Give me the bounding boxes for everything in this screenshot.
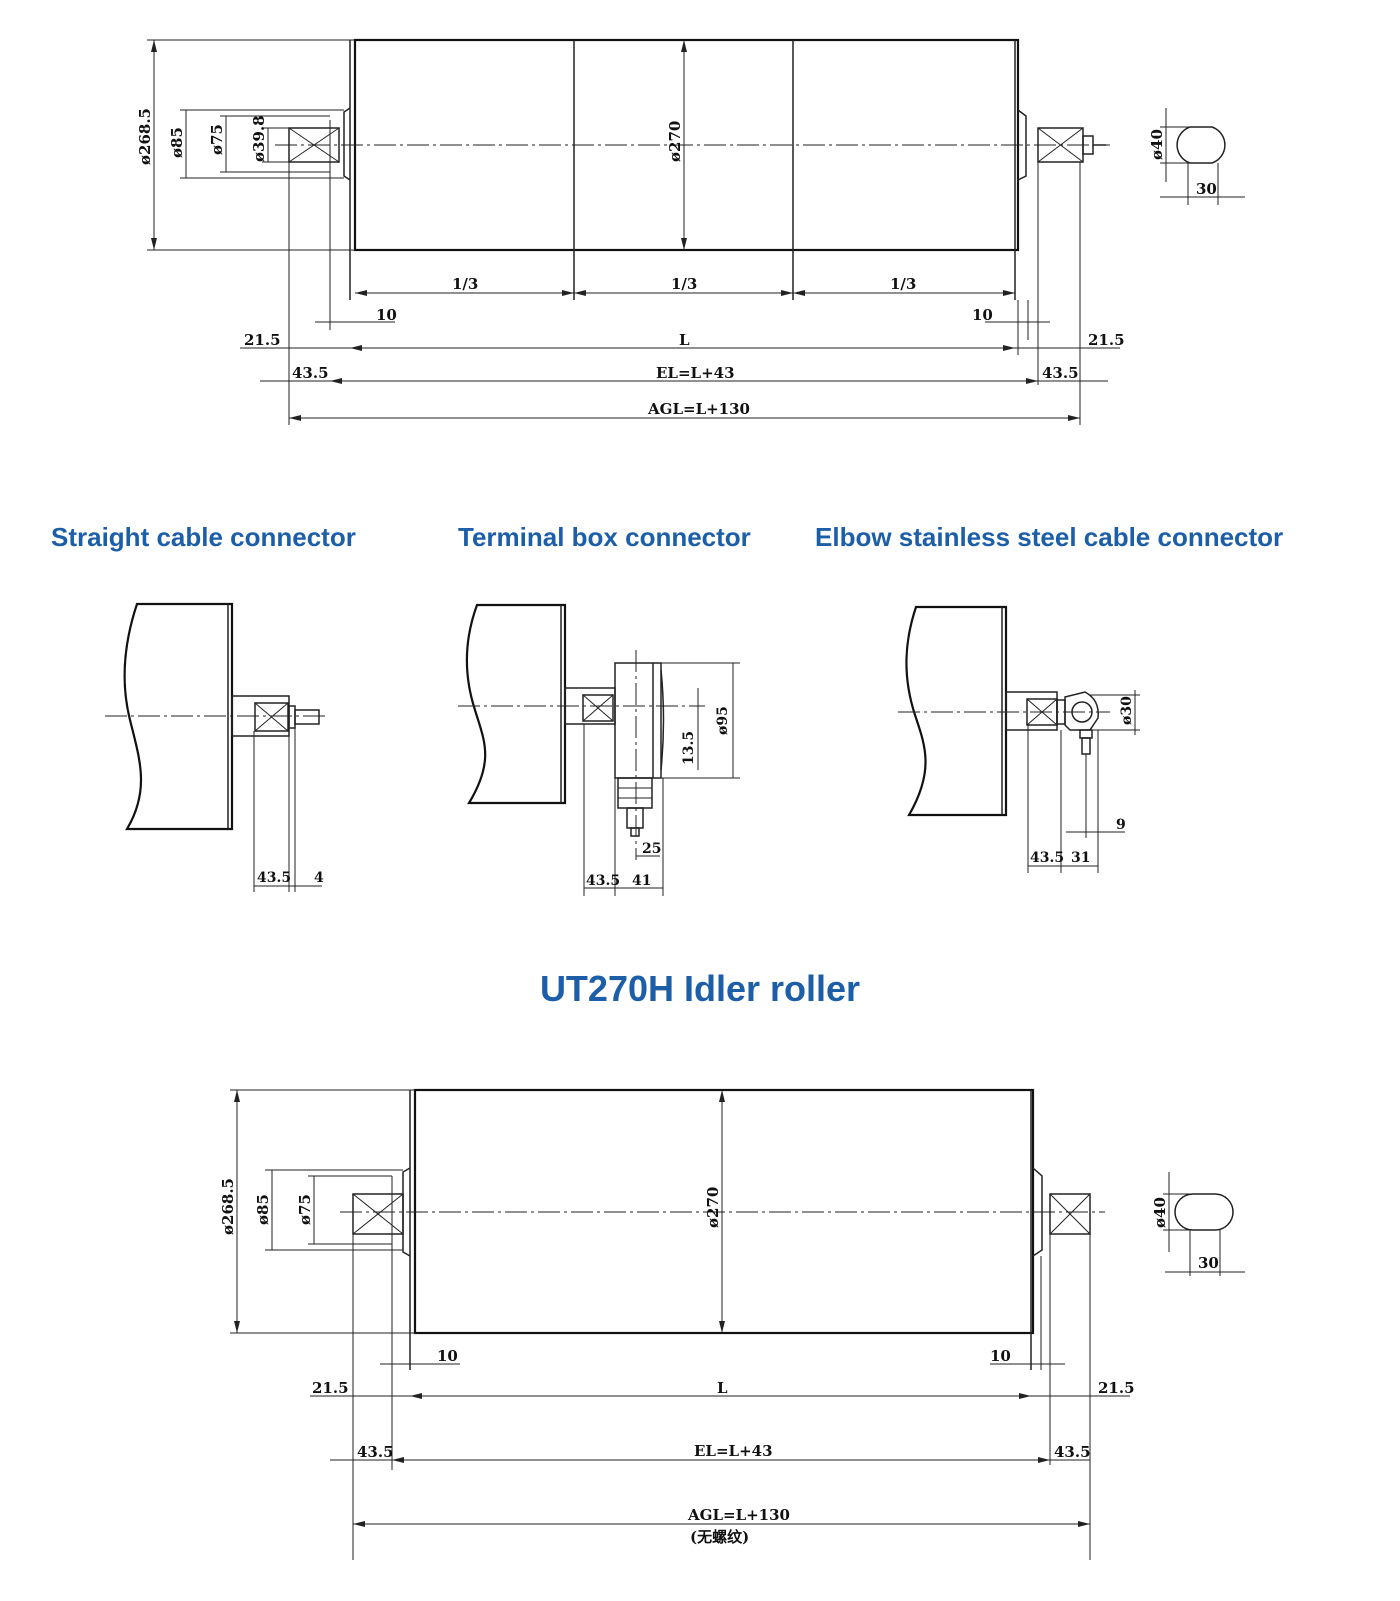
top-dim-d40: ø40 [1148,129,1166,160]
bottom-dim-d85: ø85 [254,1194,272,1225]
elbow-connector-heading: Elbow stainless steel cable connector [815,522,1284,552]
page-title: UT270H Idler roller [539,968,861,1009]
terminal-dim-43: 43.5 [586,873,620,889]
top-dim-d75: ø75 [208,124,226,155]
elbow-dim-30: ø30 [1119,696,1135,725]
elbow-connector-drawing: ø30 9 43.5 31 [898,605,1140,873]
straight-connector-drawing: 43.5 4 [105,602,325,892]
top-dim-21-left: 21.5 [244,331,281,349]
elbow-dim-9: 9 [1116,817,1126,833]
top-third-1: 1/3 [452,275,478,293]
connector-drawings: 43.5 4 ø95 13.5 25 43.5 41 [105,602,1140,896]
bottom-label-AGL: AGL=L+130 [687,1506,790,1524]
terminal-connector-heading: Terminal box connector [458,522,751,552]
bottom-dim-30: 30 [1198,1254,1219,1272]
top-label-AGL: AGL=L+130 [647,400,750,418]
bottom-note-no-thread: (无螺纹) [690,1528,749,1546]
elbow-dim-43: 43.5 [1030,850,1064,866]
elbow-dim-31: 31 [1071,850,1090,866]
top-roller-drawing: ø268.5 ø85 ø75 ø39.8 ø270 ø40 30 1/3 1/3… [136,38,1245,425]
top-dim-30: 30 [1196,180,1217,198]
bottom-dim-10-right: 10 [990,1347,1011,1365]
bottom-dim-d270: ø270 [704,1187,722,1228]
bottom-dim-21-right: 21.5 [1098,1379,1135,1397]
terminal-connector-drawing: ø95 13.5 25 43.5 41 [458,603,740,896]
terminal-dim-13: 13.5 [681,731,697,765]
top-label-EL: EL=L+43 [656,364,735,382]
top-label-L: L [679,331,690,349]
top-dim-10-right: 10 [972,306,993,324]
straight-connector-heading: Straight cable connector [51,522,356,552]
straight-dim-43: 43.5 [257,870,291,886]
terminal-dim-25: 25 [642,841,661,857]
bottom-label-L: L [717,1379,728,1397]
top-third-2: 1/3 [671,275,697,293]
bottom-dim-21-left: 21.5 [312,1379,349,1397]
terminal-dim-95: ø95 [715,706,731,735]
bottom-dim-10-left: 10 [437,1347,458,1365]
bottom-dim-d268: ø268.5 [219,1178,237,1235]
top-dim-d85: ø85 [168,127,186,158]
top-dim-21-right: 21.5 [1088,331,1125,349]
bottom-dim-d75: ø75 [296,1194,314,1225]
top-dim-d268: ø268.5 [136,108,154,165]
bottom-label-EL: EL=L+43 [694,1442,773,1460]
top-dim-43-right: 43.5 [1042,364,1079,382]
terminal-dim-41: 41 [632,873,651,889]
bottom-dim-d40: ø40 [1151,1197,1169,1228]
top-dim-43-left: 43.5 [292,364,329,382]
top-third-3: 1/3 [890,275,916,293]
straight-dim-4: 4 [314,870,324,886]
bottom-dim-43-right: 43.5 [1054,1443,1091,1461]
bottom-dim-43-left: 43.5 [357,1443,394,1461]
top-dim-d270: ø270 [666,121,684,162]
top-dim-d39: ø39.8 [250,115,268,162]
top-dim-10-left: 10 [376,306,397,324]
